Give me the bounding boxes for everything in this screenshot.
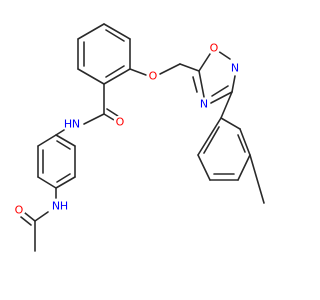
bond — [24, 212, 36, 222]
atom-o-ether: O — [146, 69, 160, 83]
atom-n-acetyl-label: N — [52, 200, 60, 213]
atom-n-acetyl: N — [49, 199, 63, 213]
bond — [198, 53, 211, 72]
bond — [103, 68, 131, 85]
bond — [34, 211, 49, 222]
bond-inner — [237, 134, 246, 153]
bond — [237, 154, 251, 181]
atom-h-acetyl-label: H — [60, 200, 68, 213]
bond-inner — [192, 76, 198, 93]
bond — [220, 117, 241, 130]
bond — [37, 176, 57, 189]
atom-h-amide-label: H — [64, 118, 72, 131]
label-mask — [69, 117, 83, 131]
bond — [77, 68, 105, 85]
atom-labels: O N H O O N N O N — [12, 41, 242, 217]
bond — [217, 50, 231, 60]
bond — [55, 176, 76, 189]
label-mask — [113, 115, 127, 129]
bond — [20, 216, 32, 226]
bond — [249, 154, 265, 204]
atom-n-ring-lower: N — [197, 97, 211, 111]
bond — [239, 128, 251, 156]
label-mask — [207, 41, 221, 55]
atom-o-ring: O — [207, 41, 221, 55]
bond — [198, 70, 205, 98]
bond — [159, 63, 181, 75]
bond — [220, 91, 233, 119]
label-mask — [12, 203, 26, 217]
bond — [197, 154, 211, 181]
bond-inner — [56, 173, 71, 183]
bond — [55, 129, 65, 136]
atom-o-acetyl-label: O — [15, 204, 24, 217]
atom-n-amide: N — [69, 117, 83, 131]
bond-inner — [203, 126, 220, 154]
label-mask — [146, 69, 160, 83]
label-mask — [197, 97, 211, 111]
bond — [179, 63, 200, 72]
atom-o-acetyl: O — [12, 203, 26, 217]
bond — [55, 134, 76, 147]
bond-inner — [105, 65, 125, 78]
label-mask — [49, 199, 63, 213]
atom-h-amide: H — [64, 118, 72, 131]
bond — [129, 68, 147, 76]
bond — [231, 75, 236, 93]
bond — [103, 23, 131, 40]
atom-o-amide-label: O — [116, 116, 125, 129]
bond — [77, 23, 105, 40]
bond-inner — [105, 29, 125, 42]
bond — [83, 113, 105, 125]
bond-lines — [20, 23, 265, 252]
label-mask — [228, 61, 242, 75]
atom-h-acetyl: H — [60, 200, 68, 213]
atom-o-ether-label: O — [149, 70, 158, 83]
bond — [197, 117, 222, 156]
bond — [208, 91, 233, 105]
bond-inner — [56, 140, 71, 150]
atom-o-ring-label: O — [210, 42, 219, 55]
atom-n-ring-lower-label: N — [200, 98, 208, 111]
atom-o-amide: O — [113, 115, 127, 129]
atom-n-ring-upper-label: N — [231, 62, 239, 75]
atom-n-amide-label: N — [72, 118, 80, 131]
atom-n-ring-upper: N — [228, 61, 242, 75]
bond — [37, 134, 57, 147]
bond-inner — [211, 85, 229, 97]
molecule-structure-diagram: O N H O O N N O N — [12, 23, 265, 252]
